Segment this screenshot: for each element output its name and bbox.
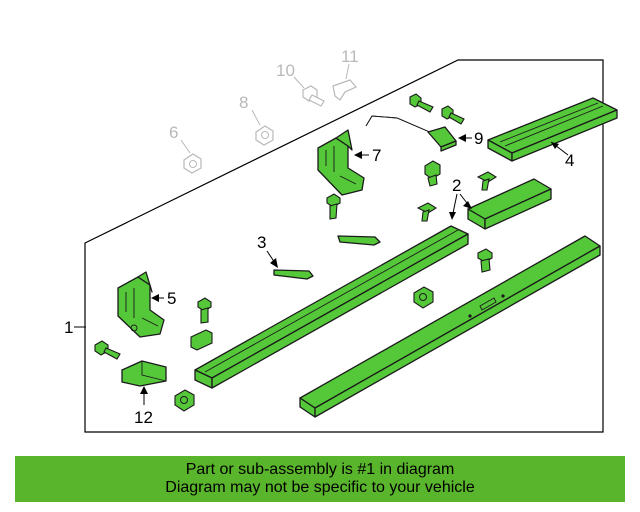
part-10-bolt[interactable] (302, 85, 325, 107)
part-1-running-board[interactable] (194, 225, 469, 389)
part-7-mounting-bracket[interactable] (317, 129, 365, 196)
nut-center[interactable] (424, 160, 441, 187)
part-6-nut[interactable] (183, 153, 202, 174)
bolt-under-7[interactable] (326, 193, 341, 220)
callout-4: 4 (565, 151, 574, 170)
bolt-far-left[interactable] (94, 340, 121, 360)
callout-9: 9 (474, 129, 483, 148)
callout-5: 5 (167, 289, 176, 308)
part-8-nut[interactable] (255, 125, 274, 146)
bolt-top-left[interactable] (409, 93, 434, 113)
bolt-right-lower[interactable] (477, 248, 493, 273)
part-11-bracket[interactable] (332, 79, 357, 101)
nut-bottom[interactable] (174, 389, 195, 412)
banner-line-2: Diagram may not be specific to your vehi… (165, 479, 475, 496)
clip-b[interactable] (416, 202, 438, 222)
part-9-support-bracket[interactable] (365, 115, 457, 152)
small-pad[interactable] (337, 235, 381, 246)
callout-12: 12 (134, 408, 153, 427)
clip-a[interactable] (476, 171, 498, 191)
callout-10: 10 (276, 61, 295, 80)
callout-11: 11 (341, 47, 359, 66)
part-2-step-insert[interactable] (467, 178, 552, 230)
callout-1: 1 (64, 318, 73, 337)
callout-6: 6 (169, 123, 178, 142)
banner-line-1: Part or sub-assembly is #1 in diagram (185, 461, 455, 478)
assembly-boundary (84, 59, 604, 433)
part-5-mounting-bracket[interactable] (117, 271, 165, 338)
part-12-end-cap[interactable] (121, 360, 167, 387)
part-3-pad[interactable] (273, 269, 314, 280)
bolt-top-right[interactable] (441, 105, 465, 125)
callout-3: 3 (257, 233, 266, 252)
callout-8: 8 (239, 93, 248, 112)
frame-rail[interactable] (299, 235, 601, 418)
bolt-left-upper[interactable] (197, 297, 212, 324)
callout-2: 2 (452, 176, 461, 195)
nut-mid-lower[interactable] (413, 286, 434, 309)
diagram-notice-banner: Part or sub-assembly is #1 in diagram Di… (15, 456, 625, 502)
callout-7: 7 (372, 146, 381, 165)
part-4-step-pad[interactable] (487, 97, 618, 162)
parts-diagram: 1 2 3 4 5 6 7 8 9 10 11 12 (64, 47, 618, 433)
clip-left[interactable] (190, 329, 213, 351)
